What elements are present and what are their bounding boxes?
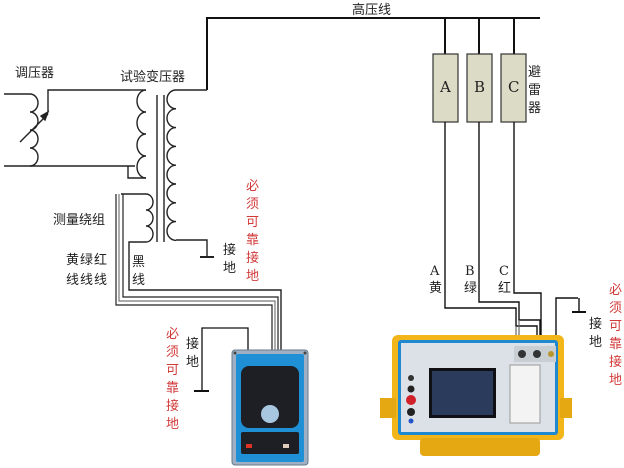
high-voltage-line [206,17,540,90]
arrester-b-letter: B [474,78,486,96]
arrester-a-letter: A [440,78,451,96]
wire-c-color: 红 [498,281,512,296]
arrester-c [500,53,527,123]
black-wire-label: 黑线 [132,255,146,288]
regulator-coil [4,89,135,167]
wire-colors-label-row2: 线线线 [66,273,109,288]
wire-b-letter: B [465,264,475,279]
box-ground [194,327,249,392]
regulator-label: 调压器 [15,66,55,81]
instrument-must-ground-warning: 必须可靠接地 [609,283,623,388]
high-voltage-line-label: 高压线 [352,3,392,18]
transformer-must-ground-warning: 必须可靠接地 [246,179,260,284]
colored-signal-wires [115,194,279,350]
arrester-a [432,53,459,123]
arrester-label: 避雷器 [528,65,542,116]
tester-instrument [380,335,572,456]
wire-a-letter: A [430,264,440,279]
instrument-ground-label: 接地 [589,317,603,350]
box-ground-label: 接地 [186,337,200,370]
transformer-primary-coil [127,89,147,179]
wire-c-letter: C [499,264,509,279]
wire-b-color: 绿 [464,281,478,296]
test-transformer-label: 试验变压器 [120,70,186,85]
transformer-core [156,95,165,242]
transformer-secondary-coil [166,89,214,258]
transformer-ground-label: 接地 [223,243,237,276]
measurement-winding-label: 测量绕组 [53,213,106,228]
field-sensor-box [231,349,309,466]
measurement-winding-coil [121,193,282,350]
wire-colors-label-row1: 黄绿红 [66,253,109,268]
wire-a-color: 黄 [429,281,443,296]
box-must-ground-warning: 必须可靠接地 [166,327,180,432]
arrester-c-letter: C [508,78,520,96]
